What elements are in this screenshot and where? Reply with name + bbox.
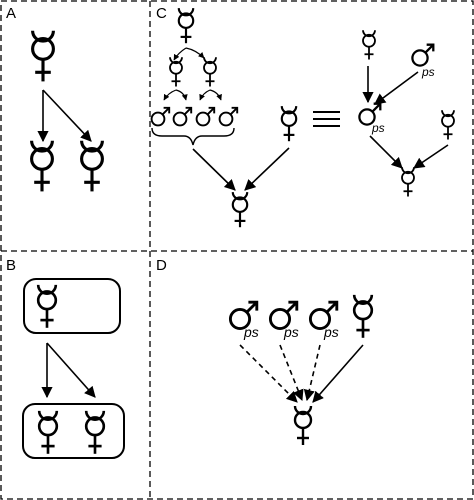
- hermaphrodite-icon: [36, 283, 58, 330]
- hermaphrodite-icon: [169, 56, 183, 88]
- ps-label: ps: [283, 324, 299, 340]
- male-icon: [172, 106, 193, 127]
- hermaphrodite-icon: [362, 29, 376, 61]
- hermaphrodite-icon: [84, 409, 106, 456]
- hermaphrodite-icon: [231, 191, 249, 229]
- hermaphrodite-icon: [31, 29, 55, 83]
- male-icon: [218, 106, 239, 127]
- panel-c: ≡ ps ps: [150, 7, 455, 229]
- hermaphrodite-icon: [441, 109, 455, 141]
- enclosure-box: [22, 403, 125, 459]
- ps-label: ps: [243, 324, 259, 340]
- panel-label-a: A: [6, 5, 16, 22]
- hermaphrodite-icon: [177, 7, 195, 45]
- hermaphrodite-icon: [280, 105, 298, 143]
- ps-label: ps: [371, 121, 385, 135]
- panel-label-d: D: [156, 257, 167, 274]
- hermaphrodite-icon: [293, 404, 313, 447]
- panel-b: [22, 278, 125, 459]
- panel-a: [30, 29, 104, 193]
- hermaphrodite-icon: [37, 409, 59, 456]
- male-icon: [411, 43, 435, 67]
- equivalence-sign: [313, 111, 340, 127]
- panel-label-b: B: [6, 257, 16, 274]
- panel-d: ps ps ps: [228, 293, 374, 447]
- ps-label: ps: [323, 324, 339, 340]
- hermaphrodite-icon: [352, 293, 374, 340]
- hermaphrodite-icon: [30, 139, 54, 193]
- male-icon: [150, 106, 171, 127]
- male-icon: [195, 106, 216, 127]
- hermaphrodite-icon: [80, 139, 104, 193]
- grouping-brace: [151, 127, 235, 146]
- hermaphrodite-icon: [401, 166, 415, 198]
- enclosure-box: [23, 278, 121, 334]
- ps-label: ps: [421, 65, 435, 79]
- panel-label-c: C: [156, 5, 167, 22]
- hermaphrodite-icon: [203, 56, 217, 88]
